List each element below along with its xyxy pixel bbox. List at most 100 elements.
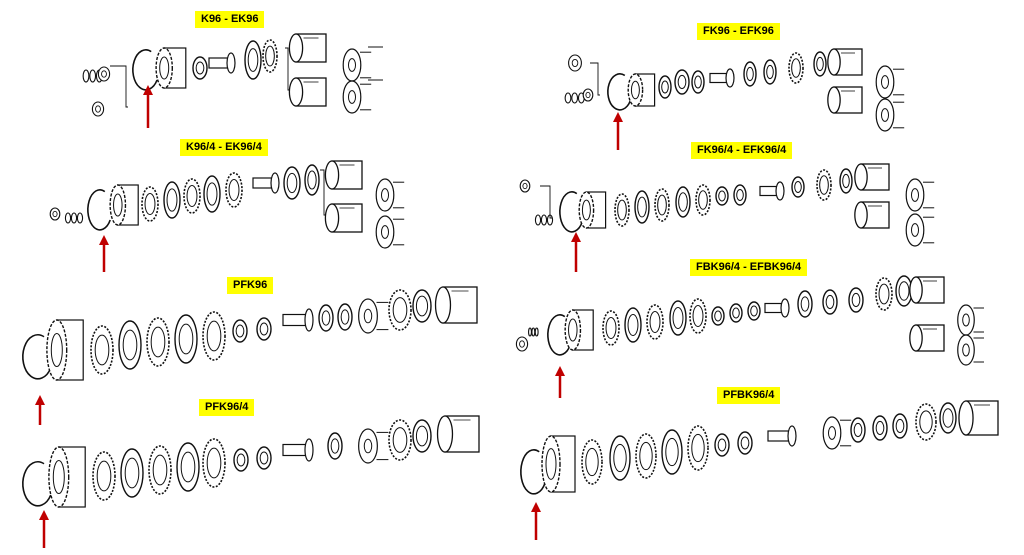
pointer-arrow-head [555,366,565,376]
clutch-hub-bore [50,333,63,367]
flange-bore [363,438,373,454]
flange-bore [347,90,357,104]
friction-disc-bore [692,304,704,328]
pointer-arrow-head [143,85,153,95]
clutch-disc-bore [678,192,688,212]
snap-ring [547,314,571,356]
clutch-disc-bore [750,305,758,317]
clutch-disc-bore [740,436,750,450]
assembly-bracket [590,62,600,96]
spring-coil [564,92,572,104]
friction-disc-bore [617,199,627,221]
spring-coil [540,214,548,226]
spring-coil [571,92,579,104]
spring-coil [70,212,78,224]
assembly-bracket [540,185,552,219]
shaft-flange [270,172,280,194]
friction-disc-bore [649,310,661,334]
model-label: FK96/4 - EFK96/4 [691,142,793,159]
clutch-disc-bore [732,307,740,319]
clutch-drum-rim [909,324,923,352]
friction-disc-bore [206,447,222,479]
clutch-disc-bore [122,329,138,361]
friction-disc-bore [228,178,240,202]
spring-coil [531,327,536,337]
clutch-disc-bore [415,295,429,317]
flange-bore [910,188,920,202]
spring-coil [64,212,72,224]
clutch-disc-bore [259,322,269,336]
clutch-drum-rim [436,415,454,453]
snap-ring [132,49,158,91]
flange-bore [363,308,373,324]
pointer-arrow-head [35,395,45,405]
clutch-hub-bore [113,193,123,217]
flange-bore [880,108,890,122]
snap-ring [607,73,631,111]
clutch-disc-bore [661,80,669,94]
snap-ring [520,449,546,495]
clutch-drum-rim [324,160,340,190]
pointer-arrow-head [613,112,623,122]
clutch-disc-bore [206,182,218,206]
clutch-disc-bore [235,324,245,338]
friction-disc-bore [585,447,599,477]
clutch-disc-bore [794,181,802,193]
model-label: PFK96 [227,277,274,294]
spring-coil [76,212,84,224]
friction-disc-bore [186,184,198,208]
friction-disc-bore [392,427,408,453]
clutch-drum-rim [288,33,304,63]
clutch-hub-bore [581,199,591,221]
friction-disc-bore [144,192,156,216]
pointer-arrow-head [39,510,49,520]
clutch-drum-rim [854,163,868,191]
clutch-disc-bore [236,453,246,467]
clutch-drum-rim [288,77,304,107]
bushing-bore [522,182,528,190]
clutch-disc-bore [851,292,861,308]
friction-disc-bore [152,454,168,486]
clutch-drum-rim [958,400,974,436]
friction-disc-bore [639,441,653,471]
bushing-bore [52,210,58,218]
clutch-disc-bore [842,173,850,189]
flange-bore [962,313,970,327]
clutch-disc-bore [746,66,754,82]
pointer-arrow-head [99,235,109,245]
spring-coil [82,69,90,83]
clutch-drum-rim [854,201,868,229]
flange-bore [880,75,890,89]
clutch-disc-bore [714,310,722,322]
clutch-disc-bore [627,313,639,337]
clutch-disc-bore [717,438,727,452]
clutch-disc-bore [340,309,350,325]
friction-disc-bore [392,297,408,323]
snap-ring [22,461,52,507]
clutch-disc-bore [942,408,954,428]
friction-disc-bore [819,175,829,195]
clutch-disc-bore [800,296,810,312]
clutch-disc-bore [672,306,684,330]
clutch-disc-bore [178,323,194,355]
spring-coil [534,327,539,337]
model-label: K96/4 - EK96/4 [180,139,268,156]
flange-bore [910,223,920,237]
friction-disc-bore [657,194,667,216]
friction-disc-bore [698,190,708,210]
clutch-hub-bore [52,460,65,494]
spring-coil [89,69,97,83]
friction-disc-bore [878,283,890,305]
clutch-disc-bore [286,172,298,194]
clutch-drum-rim [909,276,923,304]
clutch-disc-bore [613,443,627,473]
clutch-disc-bore [247,48,259,72]
shaft-flange [304,438,314,462]
friction-disc-bore [691,433,705,463]
clutch-disc-bore [124,457,140,489]
clutch-disc-bore [766,64,774,80]
clutch-disc-bore [895,418,905,434]
clutch-disc-bore [875,420,885,436]
friction-disc-bore [265,45,275,67]
